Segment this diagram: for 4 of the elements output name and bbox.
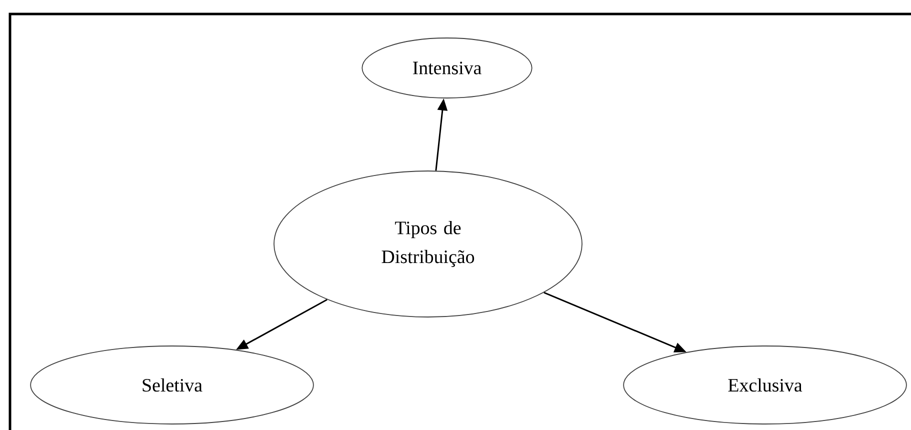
ellipse-node: Tipos de Distribuição	[274, 170, 582, 318]
ellipse-node: Exclusiva	[623, 346, 907, 424]
ellipse-node: Intensiva	[362, 38, 532, 98]
ellipse-node: Seletiva	[30, 346, 314, 424]
